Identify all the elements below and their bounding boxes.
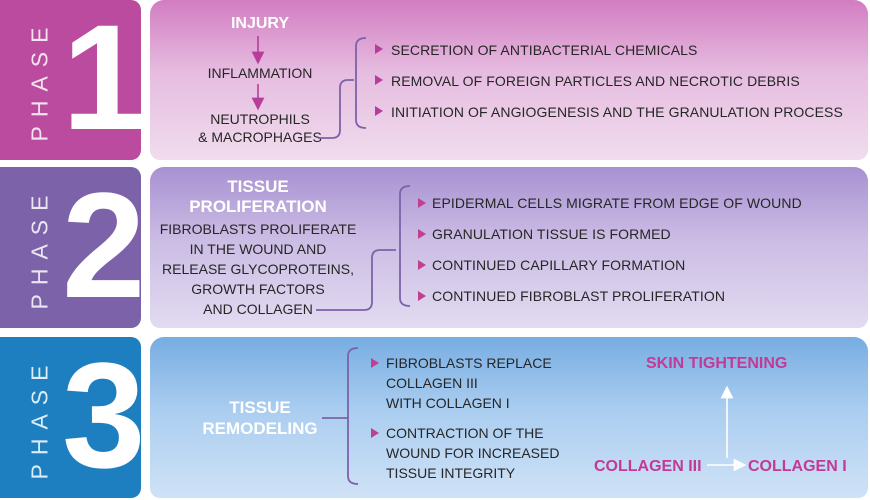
flow-injury: INJURY xyxy=(230,15,290,32)
phase-2-bullet: CONTINUED FIBROBLAST PROLIFERATION xyxy=(432,288,726,304)
bullet-arrow-icon xyxy=(375,106,383,116)
phase-2-label: PHASE xyxy=(26,186,53,309)
phase-2-title-line1: TISSUE xyxy=(227,177,289,196)
phase-2-tab: PHASE 2 xyxy=(0,167,141,328)
phase-3-bullet-2: TISSUE INTEGRITY xyxy=(386,465,516,481)
bullet-arrow-icon xyxy=(375,75,383,85)
phase-3-tab: PHASE 3 xyxy=(0,337,141,498)
phase-1-section: PHASE 1 INJURY INFLAMMATION NEUTROPHILS … xyxy=(0,0,870,160)
skin-tightening-label: SKIN TIGHTENING xyxy=(646,355,788,372)
flow-neutrophils: NEUTROPHILS xyxy=(210,111,310,127)
phase-2-section: PHASE 2 TISSUE PROLIFERATION FIBROBLASTS… xyxy=(0,167,870,328)
bullet-arrow-icon xyxy=(375,44,383,54)
phase-2-title-line2: PROLIFERATION xyxy=(189,197,327,216)
phase-2-desc: FIBROBLASTS PROLIFERATE xyxy=(159,221,357,237)
phase-3-title-line1: TISSUE xyxy=(229,398,291,417)
phase-2-desc: RELEASE GLYCOPROTEINS, xyxy=(162,261,354,277)
phase-1-panel xyxy=(150,0,868,160)
phase-1-tab: PHASE 1 xyxy=(0,0,141,160)
flow-inflammation: INFLAMMATION xyxy=(207,65,313,81)
phase-3-bullet-2: CONTRACTION OF THE xyxy=(386,425,544,441)
bullet-arrow-icon xyxy=(371,428,379,438)
bullet-arrow-icon xyxy=(418,198,426,208)
phase-3-bullet-1: FIBROBLASTS REPLACE xyxy=(386,355,552,371)
bullet-arrow-icon xyxy=(418,229,426,239)
bullet-arrow-icon xyxy=(418,260,426,270)
phase-3-number: 3 xyxy=(62,337,141,498)
bullet-arrow-icon xyxy=(371,358,379,368)
phase-2-number: 2 xyxy=(62,167,141,328)
collagen-i-label: COLLAGEN I xyxy=(748,458,847,475)
phase-1-label: PHASE xyxy=(26,18,53,142)
phase-2-bullet: CONTINUED CAPILLARY FORMATION xyxy=(432,257,686,273)
phase-2-desc: AND COLLAGEN xyxy=(203,301,313,317)
phase-2-bullet: GRANULATION TISSUE IS FORMED xyxy=(432,226,671,242)
phase-2-desc: GROWTH FACTORS xyxy=(191,281,325,297)
phase-3-section: PHASE 3 TISSUE REMODELING FIBROBLASTS RE… xyxy=(0,337,870,498)
phase-1-bullet: SECRETION OF ANTIBACTERIAL CHEMICALS xyxy=(391,42,698,58)
phase-1-bullet: REMOVAL OF FOREIGN PARTICLES AND NECROTI… xyxy=(391,73,800,89)
phase-3-panel xyxy=(150,337,868,498)
phase-3-bullet-1: COLLAGEN III xyxy=(386,375,478,391)
flow-macrophages: & MACROPHAGES xyxy=(198,129,322,145)
phase-2-panel xyxy=(150,167,868,328)
phase-3-bullet-1: WITH COLLAGEN I xyxy=(386,395,510,411)
phase-1-bullet: INITIATION OF ANGIOGENESIS AND THE GRANU… xyxy=(391,104,843,120)
phase-2-desc: IN THE WOUND AND xyxy=(189,241,327,257)
phase-3-bullet-2: WOUND FOR INCREASED xyxy=(386,445,560,461)
phase-3-label: PHASE xyxy=(26,356,53,479)
collagen-iii-label: COLLAGEN III xyxy=(594,458,702,475)
phase-3-title-line2: REMODELING xyxy=(202,419,318,438)
phase-2-bullet: EPIDERMAL CELLS MIGRATE FROM EDGE OF WOU… xyxy=(432,195,802,211)
bullet-arrow-icon xyxy=(418,291,426,301)
phase-1-number: 1 xyxy=(62,0,141,160)
